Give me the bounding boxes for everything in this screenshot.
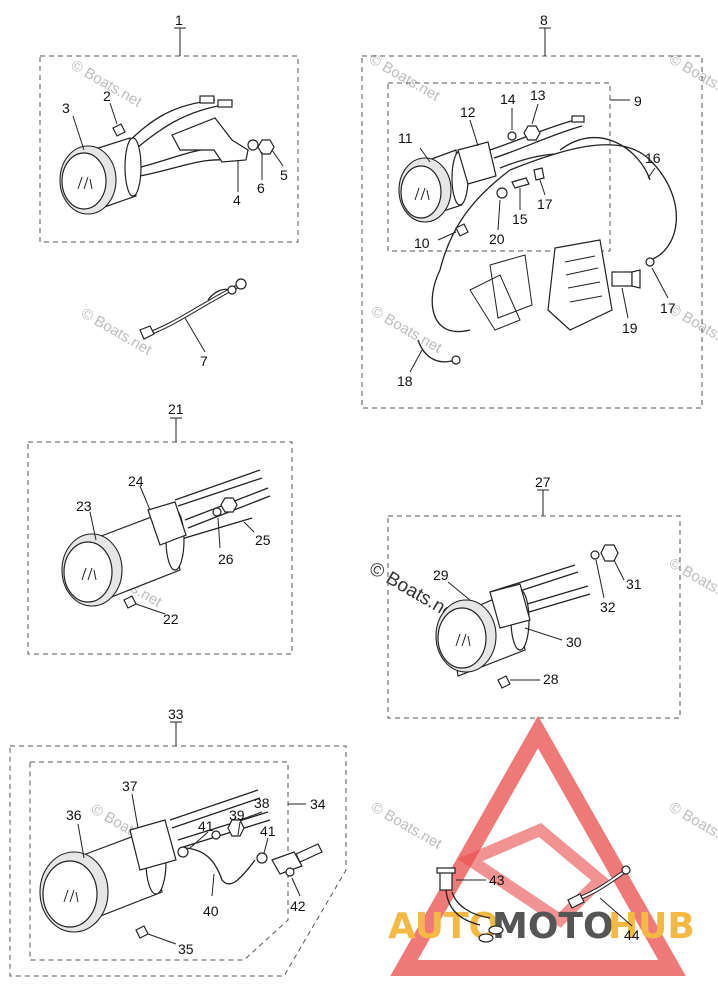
group-21-frame xyxy=(27,441,293,655)
watermarks: © Boats.net © Boats.net © Boats.net © Bo… xyxy=(68,51,718,855)
group-1-frame xyxy=(39,55,299,243)
watermark: © Boats.net xyxy=(666,555,718,609)
group-27-frame xyxy=(387,515,681,719)
callout-43: 43 xyxy=(489,872,505,888)
callout-12: 12 xyxy=(460,104,476,120)
callout-37: 37 xyxy=(122,778,138,794)
callout-10: 10 xyxy=(414,235,430,251)
callout-17a: 17 xyxy=(537,196,553,212)
callout-1: 1 xyxy=(175,12,183,28)
group-34-frame xyxy=(29,761,289,961)
callout-25: 25 xyxy=(255,532,271,548)
callout-8: 8 xyxy=(540,12,548,28)
callout-7: 7 xyxy=(200,353,208,369)
callout-27: 27 xyxy=(535,474,551,490)
watermark: © Boats.net xyxy=(666,799,718,853)
callout-18: 18 xyxy=(397,373,413,389)
callout-16: 16 xyxy=(645,150,661,166)
callout-26: 26 xyxy=(218,551,234,567)
callout-32: 32 xyxy=(600,599,616,615)
callout-29: 29 xyxy=(433,567,449,583)
group-27 xyxy=(387,489,681,719)
group-8 xyxy=(361,27,703,409)
automotohub-logo: AUTO MOTO HUB xyxy=(388,715,695,976)
callout-21: 21 xyxy=(168,401,184,417)
callout-4: 4 xyxy=(233,192,241,208)
group-33-frame xyxy=(9,745,347,977)
group-21 xyxy=(27,417,293,655)
callout-14: 14 xyxy=(500,91,516,107)
parts-43-44 xyxy=(436,865,633,943)
callout-39: 39 xyxy=(229,807,245,823)
callout-40: 40 xyxy=(203,903,219,919)
callout-41a: 41 xyxy=(198,818,214,834)
callout-17b: 17 xyxy=(660,300,676,316)
callout-9: 9 xyxy=(634,93,642,109)
watermark: © Boats.net xyxy=(366,51,443,105)
watermark: © Boats.net xyxy=(666,51,718,105)
callout-31: 31 xyxy=(626,576,642,592)
group-33 xyxy=(9,721,347,977)
callouts: 1 2 3 4 5 6 7 8 9 10 11 12 13 14 15 16 1… xyxy=(62,12,676,957)
callout-20: 20 xyxy=(489,231,505,247)
callout-33: 33 xyxy=(168,706,184,722)
callout-23: 23 xyxy=(76,498,92,514)
group-1 xyxy=(39,27,299,243)
callout-11: 11 xyxy=(398,130,413,146)
callout-3: 3 xyxy=(62,100,70,116)
callout-44: 44 xyxy=(624,927,640,943)
callout-30: 30 xyxy=(566,634,582,650)
watermark: © Boats.net xyxy=(368,799,445,853)
callout-15: 15 xyxy=(512,211,528,227)
callout-5: 5 xyxy=(280,167,288,183)
group-9-frame xyxy=(387,82,611,252)
callout-2: 2 xyxy=(103,88,111,104)
callout-22: 22 xyxy=(163,611,179,627)
callout-36: 36 xyxy=(66,807,82,823)
callout-13: 13 xyxy=(530,87,546,103)
callout-41b: 41 xyxy=(260,823,276,839)
callout-42: 42 xyxy=(290,898,306,914)
callout-35: 35 xyxy=(178,941,194,957)
brand-hub: HUB xyxy=(608,906,695,947)
part-7-harness xyxy=(139,278,247,353)
brand-moto: MOTO xyxy=(492,906,614,947)
group-8-frame xyxy=(361,55,703,409)
callout-19: 19 xyxy=(622,320,638,336)
callout-24: 24 xyxy=(128,473,144,489)
callout-6: 6 xyxy=(257,180,265,196)
callout-38: 38 xyxy=(254,795,270,811)
callout-34: 34 xyxy=(310,796,326,812)
callout-28: 28 xyxy=(543,671,559,687)
